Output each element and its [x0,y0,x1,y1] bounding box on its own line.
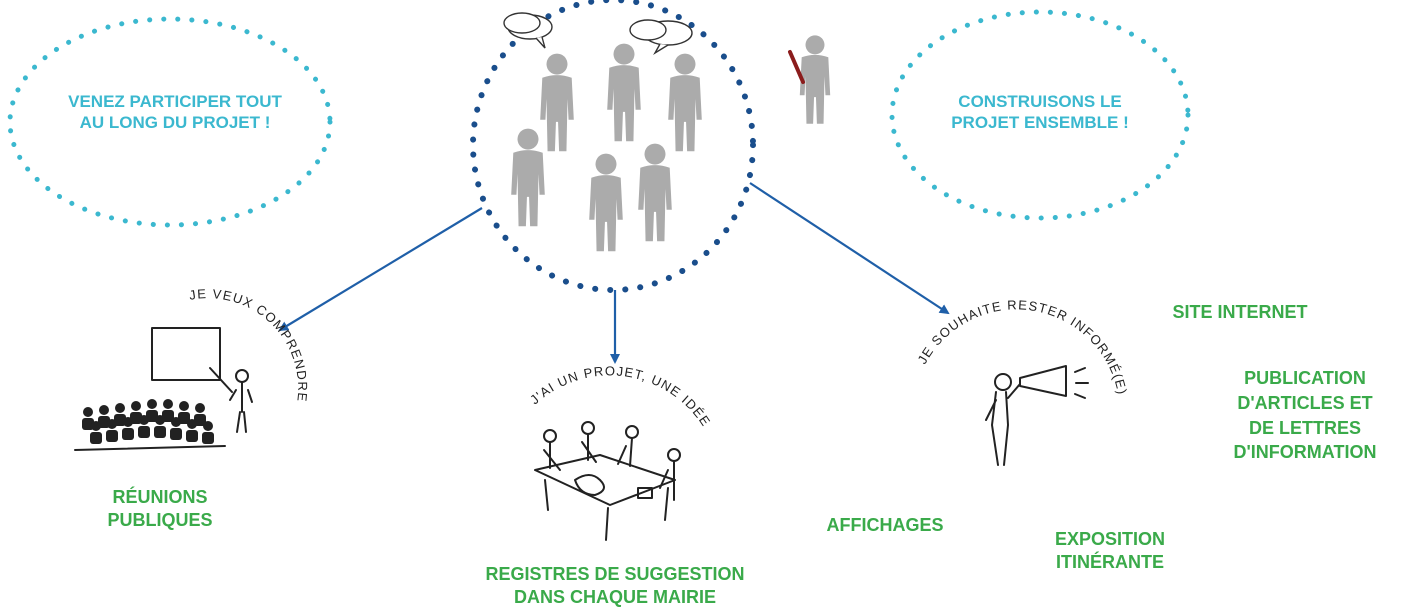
group-of-people-icon [511,43,702,252]
bubble-right-text: CONSTRUISONS LE PROJET ENSEMBLE ! [951,92,1129,133]
public-meeting-sketch-icon [74,327,253,451]
central-group-outline [470,0,756,293]
meeting-table-sketch-icon [534,421,681,541]
label-site-internet: SITE INTERNET [1172,302,1308,322]
arrow-to-informe [749,182,950,315]
speech-bubble-icon-2 [629,19,693,55]
arrow-to-reunions [278,207,483,332]
label-publication: PUBLICATION D'ARTICLES ET DE LETTRES D'I… [1233,368,1377,463]
label-reunions-publiques: RÉUNIONS PUBLIQUES [107,487,213,530]
label-registres: REGISTRES DE SUGGESTION DANS CHAQUE MAIR… [485,564,745,607]
megaphone-sketch-icon [985,365,1089,466]
bubble-right-outline [889,9,1191,221]
label-exposition: EXPOSITION ITINÉRANTE [1054,529,1166,572]
speech-bubble-icon [503,12,553,49]
label-affichages: AFFICHAGES [826,515,944,535]
bubble-left-outline [7,16,333,228]
arc-text-comprendre: JE VEUX COMPRENDRE [188,286,310,403]
person-with-pencil-icon [788,35,831,124]
bubble-left-text: VENEZ PARTICIPER TOUT AU LONG DU PROJET … [68,92,282,133]
arc-text-projet: J'AI UN PROJET, UNE IDÉE [527,363,714,429]
